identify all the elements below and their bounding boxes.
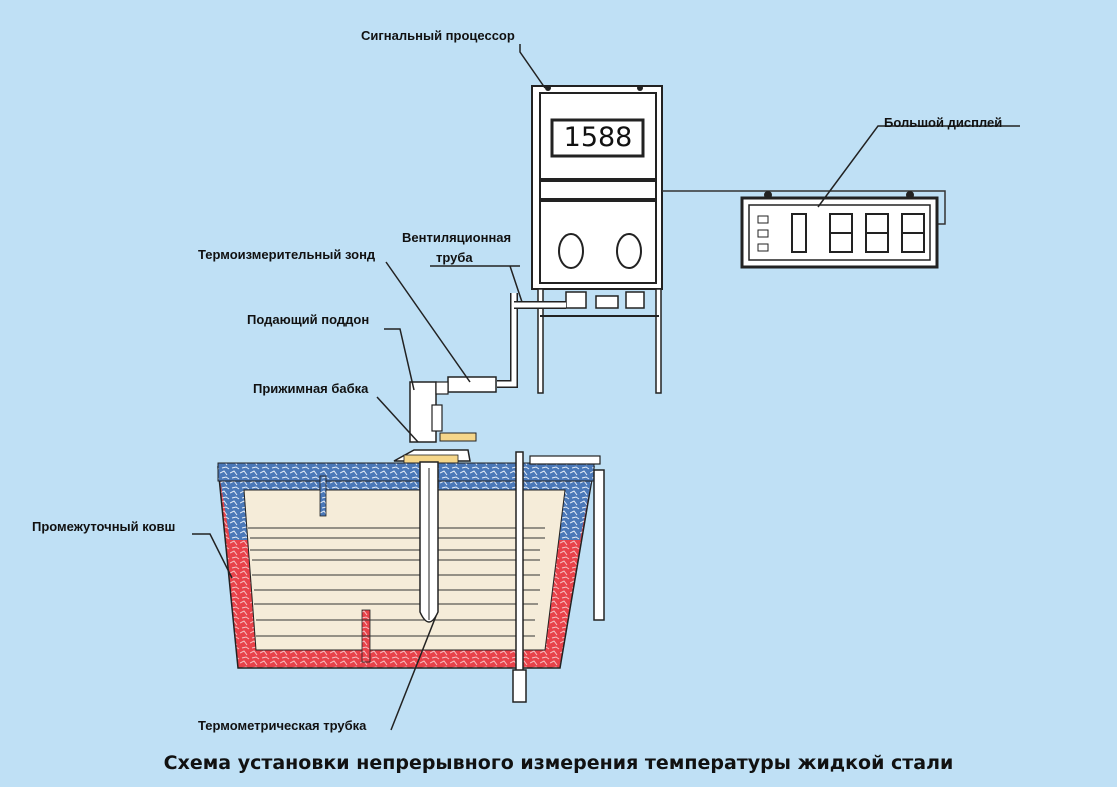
thermometric-tube xyxy=(419,461,439,623)
diagram-title: Схема установки непрерывного измерения т… xyxy=(163,752,954,774)
knob-right xyxy=(616,233,642,269)
label-vent-pipe-1: Вентиляционная xyxy=(402,230,512,245)
vent-pipe-connector xyxy=(447,376,497,393)
signal-processor xyxy=(531,85,663,394)
label-tundish: Промежуточный ковш xyxy=(32,519,176,534)
tundish xyxy=(217,451,605,703)
seven-segment-digits xyxy=(791,213,925,253)
label-probe: Термоизмерительный зонд xyxy=(198,247,376,262)
processor-readout: 1588 xyxy=(563,122,633,153)
leader-lines xyxy=(192,44,1020,731)
display-cable xyxy=(662,190,946,225)
label-feed-tray: Подающий поддон xyxy=(247,312,370,327)
label-vent-pipe-2: труба xyxy=(436,250,473,265)
probe-assembly xyxy=(393,381,477,464)
big-display xyxy=(740,191,939,269)
label-clamp: Прижимная бабка xyxy=(253,381,369,396)
label-signal-processor: Сигнальный процессор xyxy=(361,28,515,43)
label-thermo-tube: Термометрическая трубка xyxy=(198,718,367,733)
knob-left xyxy=(558,233,584,269)
label-big-display: Большой дисплей xyxy=(884,115,1003,130)
